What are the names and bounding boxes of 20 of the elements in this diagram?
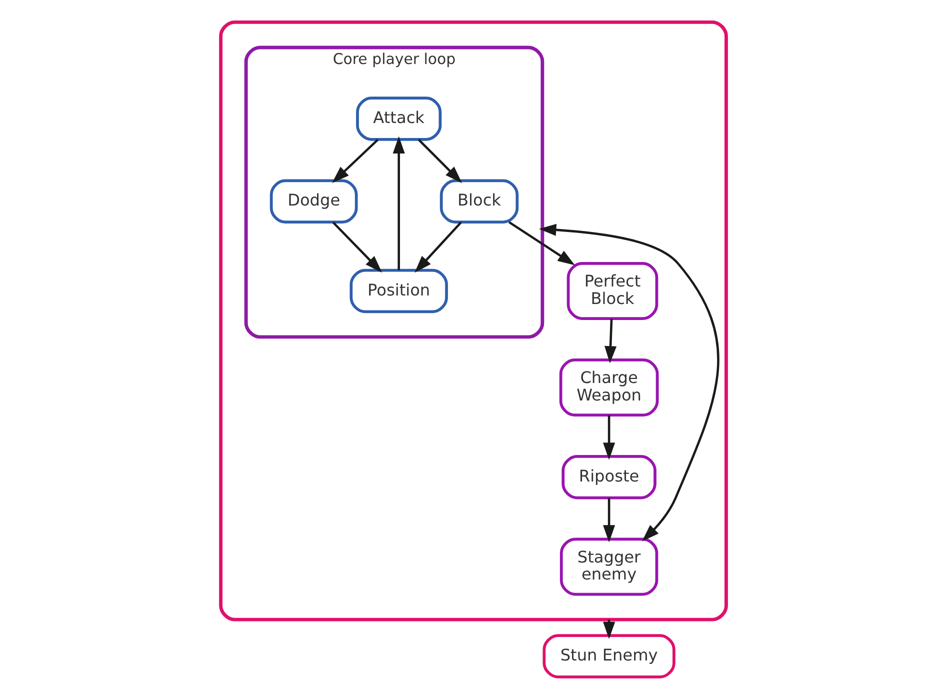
arrow — [417, 138, 462, 184]
arrow — [332, 138, 378, 184]
arrow — [508, 221, 574, 266]
node-box: Riposte — [561, 455, 656, 500]
cluster — [218, 20, 728, 622]
arrow — [602, 415, 615, 460]
arrow — [392, 136, 404, 270]
node-box: Stagger enemy — [559, 538, 658, 596]
node-box: Dodge — [269, 179, 358, 224]
node-box: Attack — [356, 96, 442, 141]
arrow — [414, 222, 462, 273]
arrow — [604, 318, 616, 364]
node-box: Stun Enemy — [542, 634, 675, 678]
arrow — [332, 222, 382, 273]
node-box: Block — [439, 179, 518, 224]
node-box: Perfect Block — [566, 262, 658, 320]
arrow — [538, 224, 719, 542]
node-box: Charge Weapon — [558, 358, 658, 416]
arrow — [602, 498, 615, 542]
node-box: Position — [349, 268, 448, 314]
